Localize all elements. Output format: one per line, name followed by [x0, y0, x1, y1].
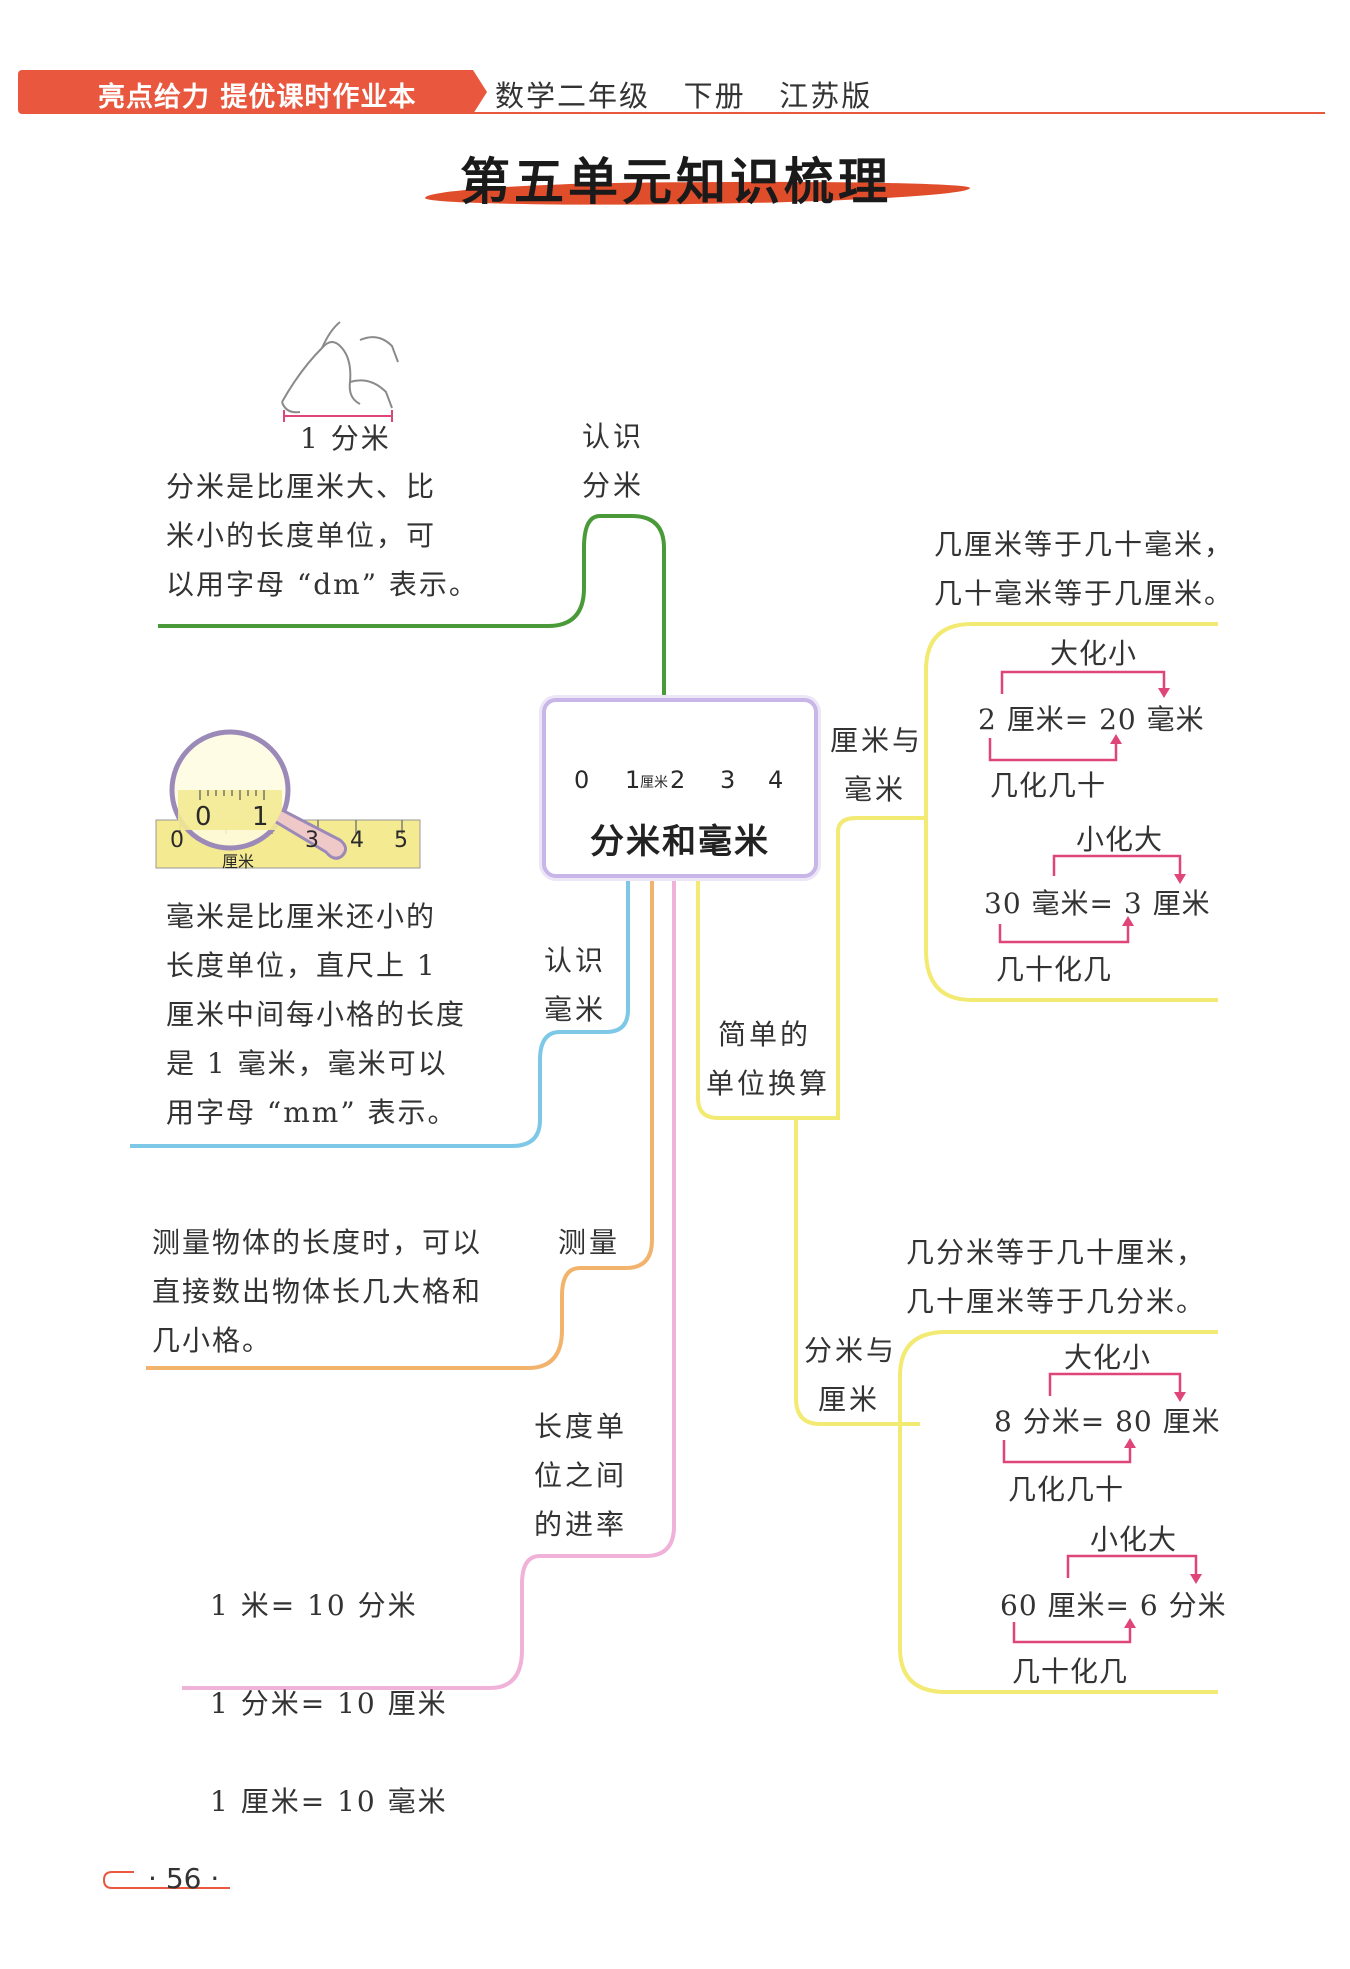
branch-line-convert — [696, 816, 926, 1120]
magnifier-tick-0: 0 — [195, 802, 212, 832]
cm-mm-rule: 几厘米等于几十毫米， 几十毫米等于几厘米。 — [934, 528, 1235, 610]
cm-mm-b2s-title: 大化小 — [1050, 637, 1138, 670]
dm-caption: 1 分米 — [300, 422, 391, 455]
arrow-dm-cm-b2s-top — [1048, 1372, 1182, 1396]
center-ruler-tick-4: 4 — [768, 766, 784, 794]
dm-description: 分米是比厘米大、比 米小的长度单位，可 以用字母 “dm” 表示。 — [166, 470, 479, 601]
rate-line: 1 米= 10 分米 — [210, 1589, 418, 1622]
dm-cm-b2s-equation: 8 分米= 80 厘米 — [994, 1405, 1221, 1438]
finger-illustration — [281, 321, 399, 414]
dm-cm-b2s-note: 几化几十 — [1008, 1473, 1125, 1506]
arrow-dm-cm-b2s-bottom — [1002, 1440, 1132, 1464]
bracket-dm-cm — [898, 1330, 1218, 1694]
dm-cm-s2b-equation: 60 厘米= 6 分米 — [1000, 1589, 1227, 1622]
branch-line-rates — [182, 874, 676, 1690]
sub-label-cm-mm: 厘米与毫米 — [830, 724, 924, 806]
cm-mm-b2s-note: 几化几十 — [990, 769, 1107, 802]
rates-list: 1 米= 10 分米 1 分米= 10 厘米 1 厘米= 10 毫米 — [210, 1532, 448, 1875]
branch-label-measure: 测量 — [558, 1226, 621, 1259]
arrow-cm-mm-b2s-top — [1000, 670, 1166, 694]
rate-line: 1 厘米= 10 毫米 — [210, 1785, 448, 1818]
arrow-cm-mm-s2b-top — [1052, 854, 1182, 876]
central-topic-label: 分米和毫米 — [590, 822, 770, 862]
series-tag: 亮点给力 提优课时作业本 — [98, 82, 417, 113]
arrow-cm-mm-b2s-bottom — [988, 738, 1118, 762]
book-info: 数学二年级 下册 江苏版 — [495, 79, 873, 113]
cm-mm-s2b-title: 小化大 — [1076, 823, 1164, 856]
center-ruler-tick-3: 3 — [720, 766, 736, 794]
center-ruler-unit: 厘米 — [640, 775, 668, 791]
center-ruler-tick-2: 2 — [670, 766, 686, 794]
branch-label-dm: 认识分米 — [582, 420, 645, 502]
mm-ruler-tick-0: 0 — [170, 828, 184, 853]
cm-mm-s2b-note: 几十化几 — [996, 953, 1113, 986]
arrow-dm-cm-s2b-bottom — [1012, 1622, 1132, 1644]
magnifier-tick-1: 1 — [252, 802, 269, 832]
dm-cm-s2b-note: 几十化几 — [1012, 1655, 1129, 1688]
center-ruler-tick-1: 1 — [625, 766, 641, 794]
branch-line-mm — [130, 874, 630, 1148]
page-number-decoration — [102, 1871, 230, 1889]
center-ruler-tick-0: 0 — [574, 766, 590, 794]
branch-label-rates: 长度单位之间的进率 — [534, 1410, 628, 1541]
dm-cm-rule: 几分米等于几十厘米， 几十厘米等于几分米。 — [906, 1236, 1207, 1318]
mm-ruler-tick-5: 5 — [394, 828, 408, 853]
header-band — [18, 70, 487, 114]
branch-line-measure — [146, 874, 654, 1370]
dm-cm-s2b-title: 小化大 — [1090, 1523, 1178, 1556]
page-title: 第五单元知识梳理 — [460, 153, 892, 211]
cm-mm-s2b-equation: 30 毫米= 3 厘米 — [984, 887, 1211, 920]
cm-mm-b2s-equation: 2 厘米= 20 毫米 — [978, 703, 1205, 736]
branch-label-convert: 简单的单位换算 — [706, 1018, 831, 1100]
rate-line: 1 分米= 10 厘米 — [210, 1687, 448, 1720]
mm-ruler-unit: 厘米 — [222, 852, 255, 871]
header-rule — [470, 112, 1325, 114]
branch-label-mm: 认识毫米 — [544, 944, 607, 1026]
branch-line-dm — [158, 514, 666, 696]
sub-label-dm-cm: 分米与厘米 — [804, 1334, 898, 1416]
central-topic: 分米和毫米 — [542, 698, 818, 878]
dm-cm-b2s-title: 大化小 — [1064, 1341, 1152, 1374]
magnifier-handle — [275, 808, 347, 860]
measure-description: 测量物体的长度时，可以 直接数出物体长几大格和 几小格。 — [152, 1226, 483, 1357]
mm-ruler-tick-3: 3 — [305, 828, 319, 853]
mm-description: 毫米是比厘米还小的 长度单位，直尺上 1 厘米中间每小格的长度 是 1 毫米，毫… — [166, 900, 467, 1129]
arrow-cm-mm-s2b-bottom — [998, 924, 1130, 944]
arrow-dm-cm-s2b-top — [1066, 1554, 1198, 1578]
page-number: · 56 · — [148, 1862, 220, 1895]
mm-ruler-tick-4: 4 — [350, 828, 364, 853]
bracket-cm-mm — [924, 622, 1218, 1002]
branch-line-convert-lower — [794, 1118, 920, 1426]
